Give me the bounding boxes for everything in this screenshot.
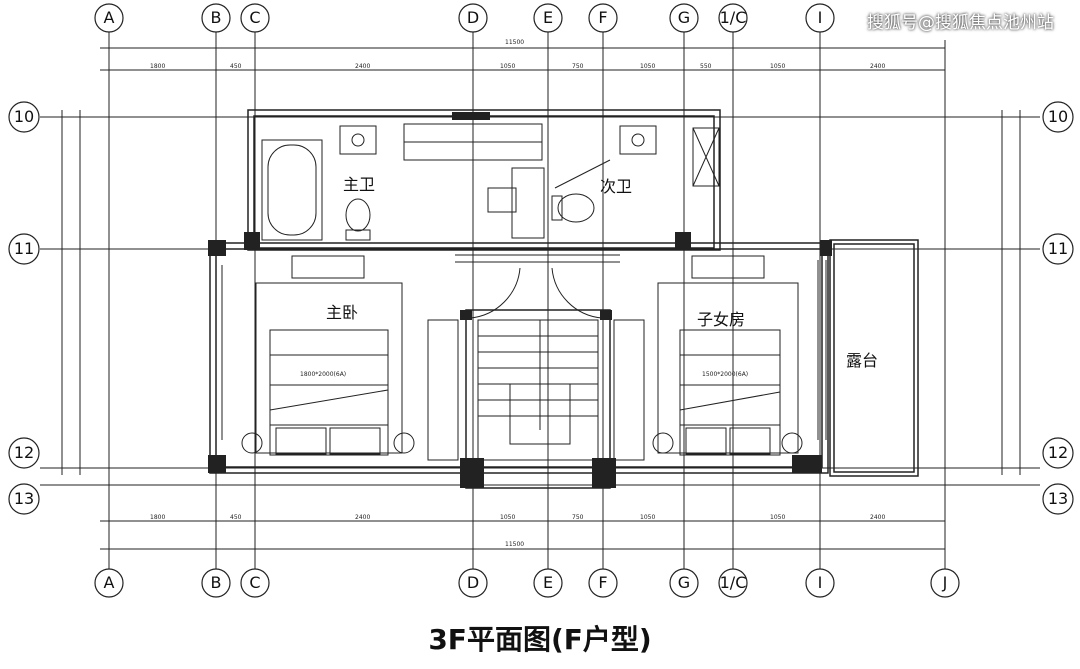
row-right-3-bubble <box>1042 483 1074 515</box>
axis-top-6-bubble <box>669 3 699 33</box>
room-label-master-bedroom: 主卧 <box>326 303 358 322</box>
axis-bottom-1-bubble <box>201 568 231 598</box>
axis-bottom-1: B <box>211 573 222 592</box>
svg-text:2400: 2400 <box>870 63 885 70</box>
room-label-second-bath: 次卫 <box>600 177 632 196</box>
axis-top-0-bubble <box>94 3 124 33</box>
svg-text:750: 750 <box>572 514 584 521</box>
row-left-1: 11 <box>14 239 34 258</box>
axis-bottom-2-bubble <box>240 568 270 598</box>
svg-text:11500: 11500 <box>505 541 524 548</box>
axis-top-7-bubble <box>718 3 748 33</box>
svg-text:1800: 1800 <box>150 514 165 521</box>
axis-top-7: 1/C <box>720 8 747 27</box>
axis-bottom-3-bubble <box>458 568 488 598</box>
axis-bottom-0: A <box>104 573 115 592</box>
row-right-3: 13 <box>1048 489 1068 508</box>
watermark: 搜狐号@搜狐焦点池州站 <box>867 13 1054 33</box>
axis-top-1: B <box>211 8 222 27</box>
axis-bottom-7-bubble <box>718 568 748 598</box>
svg-text:1050: 1050 <box>770 514 785 521</box>
svg-text:11500: 11500 <box>505 39 524 46</box>
svg-text:1050: 1050 <box>770 63 785 70</box>
row-left-3: 13 <box>14 489 34 508</box>
svg-text:450: 450 <box>230 514 242 521</box>
row-left-0-bubble <box>8 101 40 133</box>
room-label-master-bath: 主卫 <box>343 175 375 194</box>
plan-caption: 3F平面图(F户型) <box>428 623 652 656</box>
axis-top-2-bubble <box>240 3 270 33</box>
svg-text:1050: 1050 <box>640 63 655 70</box>
axis-top-2: C <box>249 8 260 27</box>
row-left-2-bubble <box>8 437 40 469</box>
svg-text:550: 550 <box>700 63 712 70</box>
row-left-0: 10 <box>14 107 34 126</box>
axis-top-8: I <box>818 8 823 27</box>
axis-bottom-5-bubble <box>588 568 618 598</box>
axis-bottom-9: J <box>942 573 948 592</box>
axis-bottom-6: G <box>678 573 690 592</box>
svg-text:1050: 1050 <box>500 63 515 70</box>
axis-top-6: G <box>678 8 690 27</box>
axis-bottom-4: E <box>543 573 553 592</box>
room-label-terrace: 露台 <box>846 351 878 370</box>
axis-bottom-0-bubble <box>94 568 124 598</box>
row-right-0: 10 <box>1048 107 1068 126</box>
svg-text:1800: 1800 <box>150 63 165 70</box>
svg-text:750: 750 <box>572 63 584 70</box>
axis-top-3: D <box>467 8 479 27</box>
axis-top-5-bubble <box>588 3 618 33</box>
axis-bottom-8-bubble <box>805 568 835 598</box>
axis-top-1-bubble <box>201 3 231 33</box>
axis-bottom-8: I <box>818 573 823 592</box>
axis-bottom-3: D <box>467 573 479 592</box>
axis-bottom-5: F <box>598 573 607 592</box>
svg-text:450: 450 <box>230 63 242 70</box>
svg-text:2400: 2400 <box>355 514 370 521</box>
row-right-1: 11 <box>1048 239 1068 258</box>
axis-top-4: E <box>543 8 553 27</box>
room-label-kids-room: 子女房 <box>697 310 745 329</box>
svg-text:2400: 2400 <box>870 514 885 521</box>
axis-bottom-7: 1/C <box>720 573 747 592</box>
axis-bottom-4-bubble <box>533 568 563 598</box>
bed-label-master: 1800*2000(6A) <box>300 371 346 378</box>
row-left-2: 12 <box>14 443 34 462</box>
row-right-2-bubble <box>1042 437 1074 469</box>
axis-bottom-2: C <box>249 573 260 592</box>
row-right-0-bubble <box>1042 101 1074 133</box>
axis-top-3-bubble <box>458 3 488 33</box>
row-left-3-bubble <box>8 483 40 515</box>
axis-top-4-bubble <box>533 3 563 33</box>
bed-label-kids: 1500*2000(6A) <box>702 371 748 378</box>
axis-bottom-6-bubble <box>669 568 699 598</box>
axis-top-8-bubble <box>805 3 835 33</box>
svg-text:1050: 1050 <box>500 514 515 521</box>
svg-text:2400: 2400 <box>355 63 370 70</box>
svg-text:1050: 1050 <box>640 514 655 521</box>
axis-top-0: A <box>104 8 115 27</box>
row-left-1-bubble <box>8 233 40 265</box>
axis-bottom-9-bubble <box>930 568 960 598</box>
row-right-2: 12 <box>1048 443 1068 462</box>
axis-top-5: F <box>598 8 607 27</box>
row-right-1-bubble <box>1042 233 1074 265</box>
